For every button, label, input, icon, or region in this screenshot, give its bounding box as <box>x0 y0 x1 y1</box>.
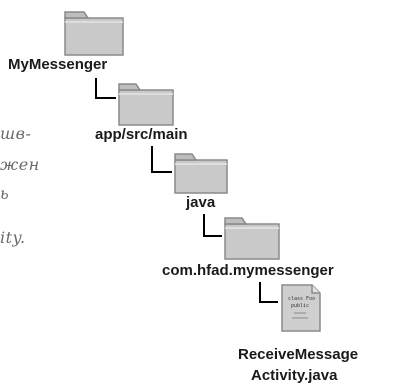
folder-icon <box>118 83 174 126</box>
side-note-line-2: жен <box>0 155 40 174</box>
connector-java-to-package <box>203 214 222 237</box>
java-file-icon: class Foo public <box>281 284 321 332</box>
package-folder-label: com.hfad.mymessenger <box>162 262 334 279</box>
file-doc-text-1: class Foo <box>288 296 315 302</box>
file-doc-text-2: public <box>291 303 309 309</box>
side-note-line-1: шв- <box>0 124 32 143</box>
side-note-line-3: ь <box>0 184 10 203</box>
file-label-line-1: ReceiveMessage <box>238 346 359 363</box>
connector-app-to-java <box>151 146 172 173</box>
connector-root-to-app <box>95 78 116 99</box>
connector-package-to-file <box>259 282 278 303</box>
file-label-line-2: Activity.java <box>251 367 338 384</box>
root-folder-label: MyMessenger <box>8 56 108 73</box>
folder-icon <box>174 153 228 194</box>
app-src-main-folder-label: app/src/main <box>95 126 188 143</box>
side-note-line-4: ity. <box>0 228 26 247</box>
folder-icon <box>64 11 124 56</box>
java-folder-label: java <box>186 194 216 211</box>
folder-icon <box>224 217 280 260</box>
